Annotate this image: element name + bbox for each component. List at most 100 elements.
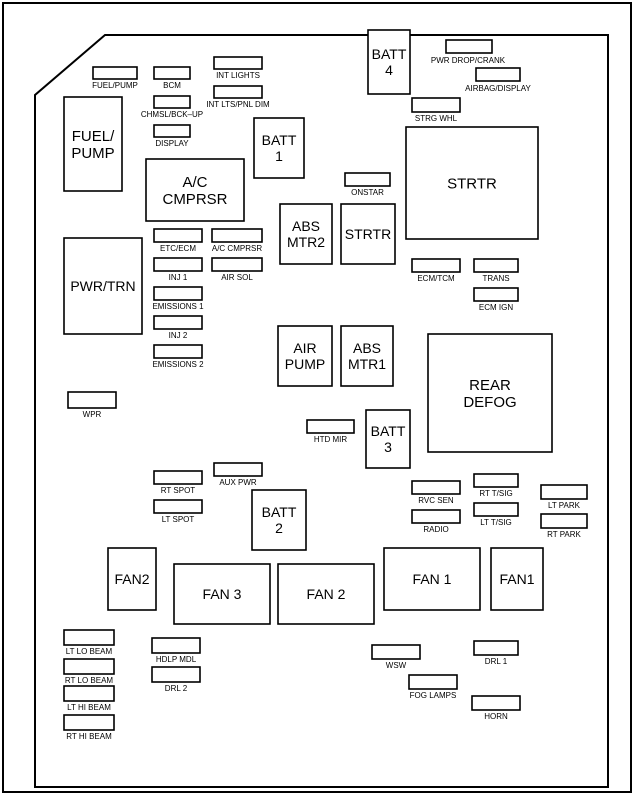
strtr-small-box	[340, 203, 396, 265]
inj2-box	[153, 315, 203, 330]
lt-hi-beam-component: LT HI BEAM	[63, 685, 115, 712]
rvc-sen-component: RVC SEN	[411, 480, 461, 505]
lt-hi-beam-label: LT HI BEAM	[67, 703, 111, 712]
fan2-small-label: FAN2	[114, 571, 149, 587]
abs-mtr1-box	[340, 325, 394, 387]
fan3-label: FAN 3	[203, 586, 242, 602]
inj1-box	[153, 257, 203, 272]
fan2-big-label: FAN 2	[307, 586, 346, 602]
fan1-small-label: FAN1	[499, 571, 534, 587]
htd-mir-label: HTD MIR	[314, 435, 348, 444]
lt-park-label: LT PARK	[548, 501, 581, 510]
fan2-big-box	[277, 563, 375, 625]
aux-pwr-box	[213, 462, 263, 477]
int-lts-pnl-dim-component: INT LTS/PNL DIM	[206, 85, 270, 109]
lt-lo-beam-component: LT LO BEAM	[63, 629, 115, 656]
fuel-pump-big-component: FUEL/PUMP	[63, 96, 123, 192]
etc-ecm-label: ETC/ECM	[160, 244, 196, 253]
ecm-tcm-component: ECM/TCM	[411, 258, 461, 283]
int-lights-label: INT LIGHTS	[216, 71, 260, 80]
wsw-component: WSW	[371, 644, 421, 670]
pwr-trn-box	[63, 237, 143, 335]
display-box	[153, 124, 191, 138]
air-sol-label: AIR SOL	[221, 273, 253, 282]
inj2-component: INJ 2	[153, 315, 203, 340]
htd-mir-component: HTD MIR	[306, 419, 355, 444]
batt4-box	[367, 29, 411, 95]
chmsl-bck-up-label: CHMSL/BCK–UP	[141, 110, 203, 119]
batt1-box	[253, 117, 305, 179]
bcm-box	[153, 66, 191, 80]
lt-spot-label: LT SPOT	[162, 515, 195, 524]
int-lights-box	[213, 56, 263, 70]
rt-hi-beam-box	[63, 714, 115, 731]
lt-lo-beam-box	[63, 629, 115, 646]
bcm-label: BCM	[163, 81, 181, 90]
drl2-label: DRL 2	[165, 684, 188, 693]
lt-hi-beam-box	[63, 685, 115, 702]
rt-hi-beam-component: RT HI BEAM	[63, 714, 115, 741]
aux-pwr-component: AUX PWR	[213, 462, 263, 487]
trans-label: TRANS	[482, 274, 509, 283]
fuel-pump-small-label: FUEL/PUMP	[92, 81, 138, 90]
fan1-big-label: FAN 1	[413, 571, 452, 587]
pwr-trn-label: PWR/TRN	[70, 278, 135, 294]
rvc-sen-label: RVC SEN	[418, 496, 454, 505]
ac-cmprsr-small-component: A/C CMPRSR	[211, 228, 263, 253]
pwr-trn-component: PWR/TRN	[63, 237, 143, 335]
air-pump-box	[277, 325, 333, 387]
rt-lo-beam-box	[63, 658, 115, 675]
inj1-component: INJ 1	[153, 257, 203, 282]
airbag-display-label: AIRBAG/DISPLAY	[465, 84, 531, 93]
int-lts-pnl-dim-label: INT LTS/PNL DIM	[206, 100, 270, 109]
ac-cmprsr-small-box	[211, 228, 263, 243]
ac-cmprsr-small-label: A/C CMPRSR	[212, 244, 262, 253]
display-label: DISPLAY	[155, 139, 189, 148]
drl1-box	[473, 640, 519, 656]
emissions1-label: EMISSIONS 1	[152, 302, 204, 311]
lt-park-box	[540, 484, 588, 500]
ac-cmprsr-big-box	[145, 158, 245, 222]
etc-ecm-box	[153, 228, 203, 243]
fog-lamps-label: FOG LAMPS	[410, 691, 457, 700]
lt-tsig-label: LT T/SIG	[480, 518, 512, 527]
fan2-small-component: FAN2	[107, 547, 157, 611]
rt-tsig-box	[473, 473, 519, 488]
wpr-box	[67, 391, 117, 409]
chmsl-bck-up-component: CHMSL/BCK–UP	[141, 95, 203, 119]
fan3-component: FAN 3	[173, 563, 271, 625]
wsw-box	[371, 644, 421, 660]
onstar-label: ONSTAR	[351, 188, 384, 197]
fan2-small-box	[107, 547, 157, 611]
strtr-small-component: STRTR	[340, 203, 396, 265]
pwr-drop-crank-box	[445, 39, 493, 54]
lt-tsig-box	[473, 502, 519, 517]
int-lights-component: INT LIGHTS	[213, 56, 263, 80]
fan3-box	[173, 563, 271, 625]
htd-mir-box	[306, 419, 355, 434]
drl2-box	[151, 666, 201, 683]
rt-lo-beam-component: RT LO BEAM	[63, 658, 115, 685]
onstar-box	[344, 172, 391, 187]
drl1-label: DRL 1	[485, 657, 508, 666]
emissions1-box	[153, 286, 203, 301]
fan1-small-component: FAN1	[490, 547, 544, 611]
hdlp-mdl-label: HDLP MDL	[156, 655, 197, 664]
ecm-tcm-box	[411, 258, 461, 273]
rvc-sen-box	[411, 480, 461, 495]
batt3-box	[365, 409, 411, 469]
fuel-pump-small-box	[92, 66, 138, 80]
lt-spot-box	[153, 499, 203, 514]
radio-box	[411, 509, 461, 524]
rt-spot-label: RT SPOT	[161, 486, 195, 495]
